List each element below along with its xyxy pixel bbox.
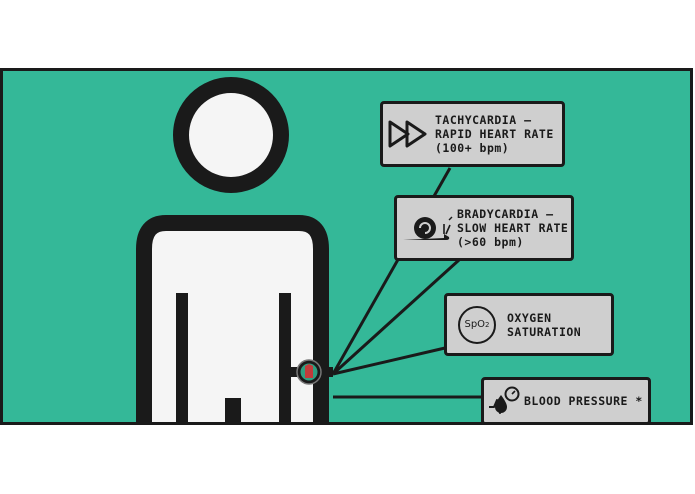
tachycardia-card: TACHYCARDIA – RAPID HEART RATE (100+ bpm… [380,101,565,167]
connector-line-bradycardia [331,258,461,376]
bradycardia-line-3: (>60 bpm) [457,235,524,249]
connector-line-oxygen [332,346,446,376]
smartwatch-icon [285,359,333,385]
spo2-subscript: 2 [485,320,490,329]
tachycardia-line-1: TACHYCARDIA – [435,113,532,127]
snail-icon [397,212,457,244]
tachycardia-line-3: (100+ bpm) [435,141,510,155]
blood-pressure-card: BLOOD PRESSURE * [481,377,651,422]
tachycardia-line-2: RAPID HEART RATE [435,127,554,141]
diagram-art [136,77,483,422]
person-body [136,215,329,422]
bradycardia-line-1: BRADYCARDIA – [457,207,554,221]
spo2-label: SpO [464,319,486,330]
fast-forward-icon [383,119,435,149]
blood-pressure-label: BLOOD PRESSURE * [524,394,643,408]
person-head [173,77,289,193]
diagram-panel: TACHYCARDIA – RAPID HEART RATE (100+ bpm… [0,68,693,425]
oxygen-line-1: OXYGEN [507,310,552,325]
bradycardia-line-2: SLOW HEART RATE [457,221,569,235]
oxygen-line-2: SATURATION [507,324,582,339]
bradycardia-card: BRADYCARDIA – SLOW HEART RATE (>60 bpm) [394,195,574,261]
gauge-drop-icon [484,385,524,417]
